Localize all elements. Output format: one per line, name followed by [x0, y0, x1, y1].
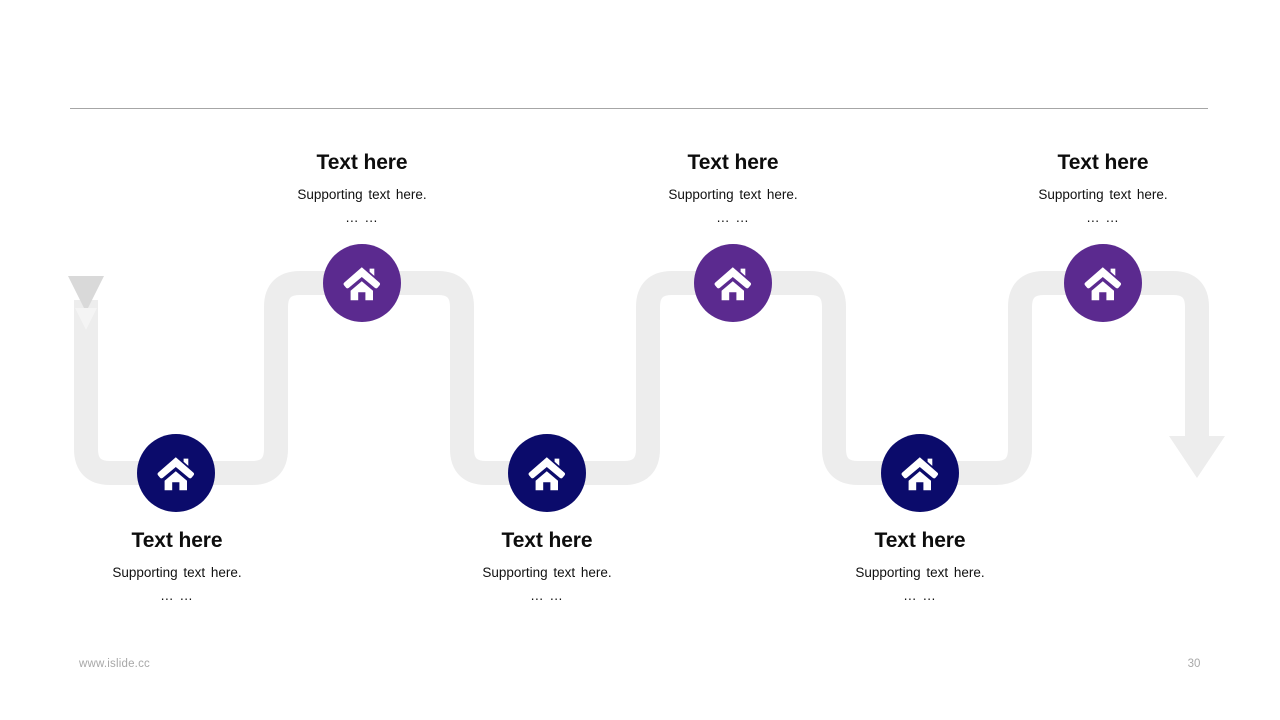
- home-icon: [156, 455, 196, 492]
- step-dots: … …: [345, 210, 379, 226]
- caption-step-3: Text here Supporting text here. … …: [387, 529, 707, 605]
- caption-step-4: Text here Supporting text here. … …: [573, 151, 893, 227]
- step-title: Text here: [687, 151, 779, 174]
- milestone-node-step-5[interactable]: [881, 434, 959, 512]
- milestone-node-step-2[interactable]: [323, 244, 401, 322]
- step-dots: … …: [1086, 210, 1120, 226]
- step-subtitle: Supporting text here.: [112, 564, 242, 580]
- caption-step-1: Text here Supporting text here. … …: [17, 529, 337, 605]
- path-start-arrow-icon: [68, 276, 104, 312]
- milestone-node-step-6[interactable]: [1064, 244, 1142, 322]
- step-title: Text here: [501, 529, 593, 552]
- step-dots: … …: [716, 210, 750, 226]
- step-subtitle: Supporting text here.: [1038, 186, 1168, 202]
- step-title: Text here: [131, 529, 223, 552]
- home-icon: [713, 265, 753, 302]
- caption-step-5: Text here Supporting text here. … …: [760, 529, 1080, 605]
- home-icon: [527, 455, 567, 492]
- home-icon: [342, 265, 382, 302]
- caption-step-2: Text here Supporting text here. … …: [202, 151, 522, 227]
- step-dots: … …: [160, 588, 194, 604]
- milestone-node-step-1[interactable]: [137, 434, 215, 512]
- step-dots: … …: [903, 588, 937, 604]
- milestone-node-step-3[interactable]: [508, 434, 586, 512]
- step-subtitle: Supporting text here.: [668, 186, 798, 202]
- step-subtitle: Supporting text here.: [855, 564, 985, 580]
- step-subtitle: Supporting text here.: [297, 186, 427, 202]
- footer-website-url[interactable]: www.islide.cc: [79, 658, 150, 670]
- path-start-notch: [75, 308, 97, 330]
- home-icon: [900, 455, 940, 492]
- step-dots: … …: [530, 588, 564, 604]
- step-title: Text here: [316, 151, 408, 174]
- caption-step-6: Text here Supporting text here. … …: [943, 151, 1263, 227]
- step-title: Text here: [874, 529, 966, 552]
- serpentine-ribbon-path: [74, 271, 1209, 485]
- milestone-node-step-4[interactable]: [694, 244, 772, 322]
- step-subtitle: Supporting text here.: [482, 564, 612, 580]
- path-end-arrow-icon: [1169, 436, 1225, 478]
- home-icon: [1083, 265, 1123, 302]
- header-divider-rule: [70, 108, 1208, 109]
- step-title: Text here: [1057, 151, 1149, 174]
- slide-page-number: 30: [1187, 658, 1201, 670]
